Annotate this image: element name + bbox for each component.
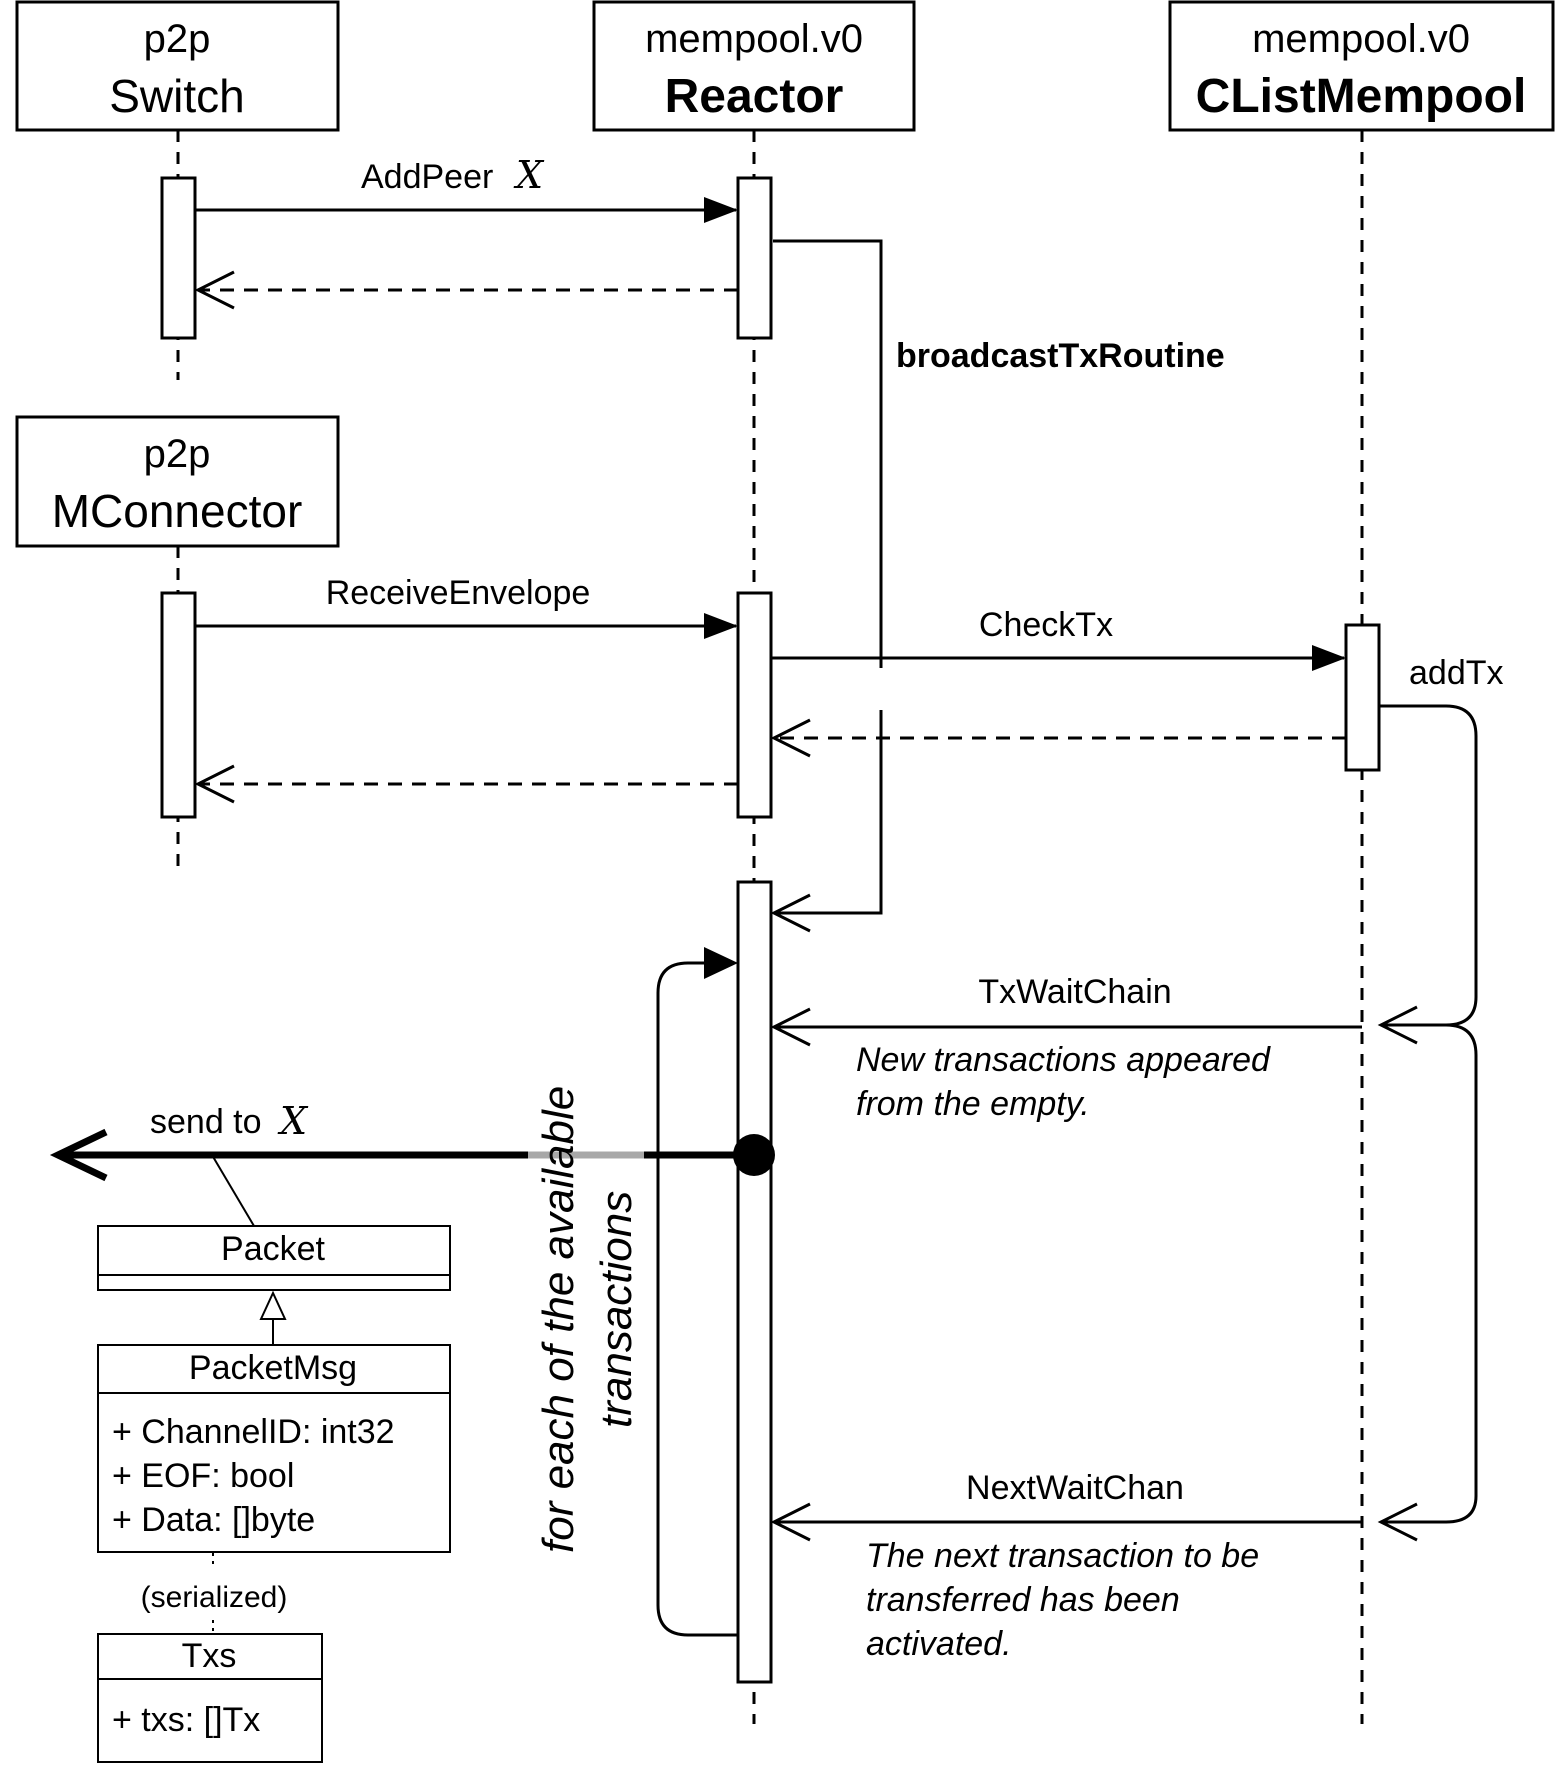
- note-nextwaitchan: The next transaction to be transferred h…: [866, 1537, 1259, 1663]
- note-txwaitchain-line1: New transactions appeared: [856, 1041, 1271, 1079]
- note-nextwaitchan-line1: The next transaction to be: [866, 1537, 1259, 1575]
- class-packetmsg-field-channelid: + ChannelID: int32: [112, 1413, 395, 1451]
- participant-clistmempool-package: mempool.v0: [1252, 17, 1470, 61]
- class-packetmsg-field-data: + Data: []byte: [112, 1501, 315, 1539]
- note-nextwaitchan-line2: transferred has been: [866, 1581, 1180, 1619]
- participant-reactor-package: mempool.v0: [645, 17, 863, 61]
- note-txwaitchain: New transactions appeared from the empty…: [856, 1041, 1271, 1123]
- activation-reactor-3: [736, 880, 773, 1684]
- message-nextwaitchan-label: NextWaitChan: [966, 1469, 1184, 1507]
- note-nextwaitchan-line3: activated.: [866, 1625, 1012, 1663]
- activation-switch: [160, 176, 197, 340]
- participant-reactor-name: Reactor: [665, 70, 844, 123]
- note-txwaitchain-line2: from the empty.: [856, 1085, 1090, 1123]
- message-send-to-var: X: [277, 1099, 309, 1143]
- return-addpeer: [194, 270, 738, 310]
- activation-reactor-1: [736, 176, 773, 340]
- return-checktx: [770, 718, 1346, 758]
- participant-clistmempool-name: CListMempool: [1196, 70, 1527, 123]
- loop-label-line2: transactions: [592, 1191, 641, 1428]
- activation-clistmempool: [1344, 623, 1381, 772]
- class-packetmsg-field-eof: + EOF: bool: [112, 1457, 294, 1495]
- loop-label-line1: for each of the available: [534, 1086, 583, 1553]
- message-send-to-label: send to: [150, 1103, 262, 1141]
- message-addpeer-var: X: [513, 153, 545, 197]
- message-checktx: CheckTx: [771, 606, 1346, 671]
- inheritance-packetmsg-packet: [259, 1290, 287, 1345]
- self-call-addtx: [1377, 704, 1478, 1542]
- return-receiveenvelope: [194, 764, 738, 804]
- class-packetmsg-name: PacketMsg: [189, 1349, 357, 1387]
- class-packet-name: Packet: [221, 1230, 325, 1268]
- class-packetmsg: PacketMsg + ChannelID: int32 + EOF: bool…: [97, 1344, 451, 1553]
- participant-clistmempool: mempool.v0 CListMempool: [1168, 0, 1555, 132]
- loop-for-each-transaction: [656, 947, 738, 1637]
- activation-mconnector: [160, 591, 197, 819]
- participant-switch-name: Switch: [109, 70, 244, 122]
- participant-switch-package: p2p: [144, 17, 211, 61]
- participant-mconnector: p2p MConnector: [15, 415, 340, 548]
- participant-mconnector-package: p2p: [144, 432, 211, 476]
- class-txs-name: Txs: [182, 1637, 237, 1675]
- self-call-broadcasttxroutine-label: broadcastTxRoutine: [896, 337, 1225, 375]
- class-txs-field-txs: + txs: []Tx: [112, 1701, 260, 1739]
- send-to-packet-connector: [211, 1154, 255, 1227]
- message-send-to-peer: send to X: [49, 1099, 775, 1227]
- message-addtx-label: addTx: [1409, 654, 1504, 692]
- message-nextwaitchan: NextWaitChan: [770, 1469, 1362, 1542]
- message-checktx-label: CheckTx: [979, 606, 1113, 644]
- send-origin-dot: [733, 1134, 775, 1176]
- message-addpeer: AddPeer X: [195, 153, 738, 223]
- participant-reactor: mempool.v0 Reactor: [592, 0, 916, 132]
- message-txwaitchain-label: TxWaitChain: [978, 973, 1171, 1011]
- crossing-gap: [870, 668, 892, 710]
- class-packet: Packet: [97, 1225, 451, 1291]
- message-receiveenvelope: ReceiveEnvelope: [195, 574, 738, 639]
- participant-mconnector-name: MConnector: [52, 485, 303, 537]
- serialized-label: (serialized): [141, 1581, 288, 1614]
- message-receiveenvelope-label: ReceiveEnvelope: [326, 574, 591, 612]
- activation-reactor-2: [736, 591, 773, 819]
- message-addpeer-label: AddPeer: [361, 158, 493, 196]
- message-txwaitchain: TxWaitChain: [770, 973, 1362, 1047]
- participant-switch: p2p Switch: [15, 0, 340, 132]
- class-txs: Txs + txs: []Tx: [97, 1633, 323, 1763]
- self-call-broadcasttxroutine: [770, 239, 883, 933]
